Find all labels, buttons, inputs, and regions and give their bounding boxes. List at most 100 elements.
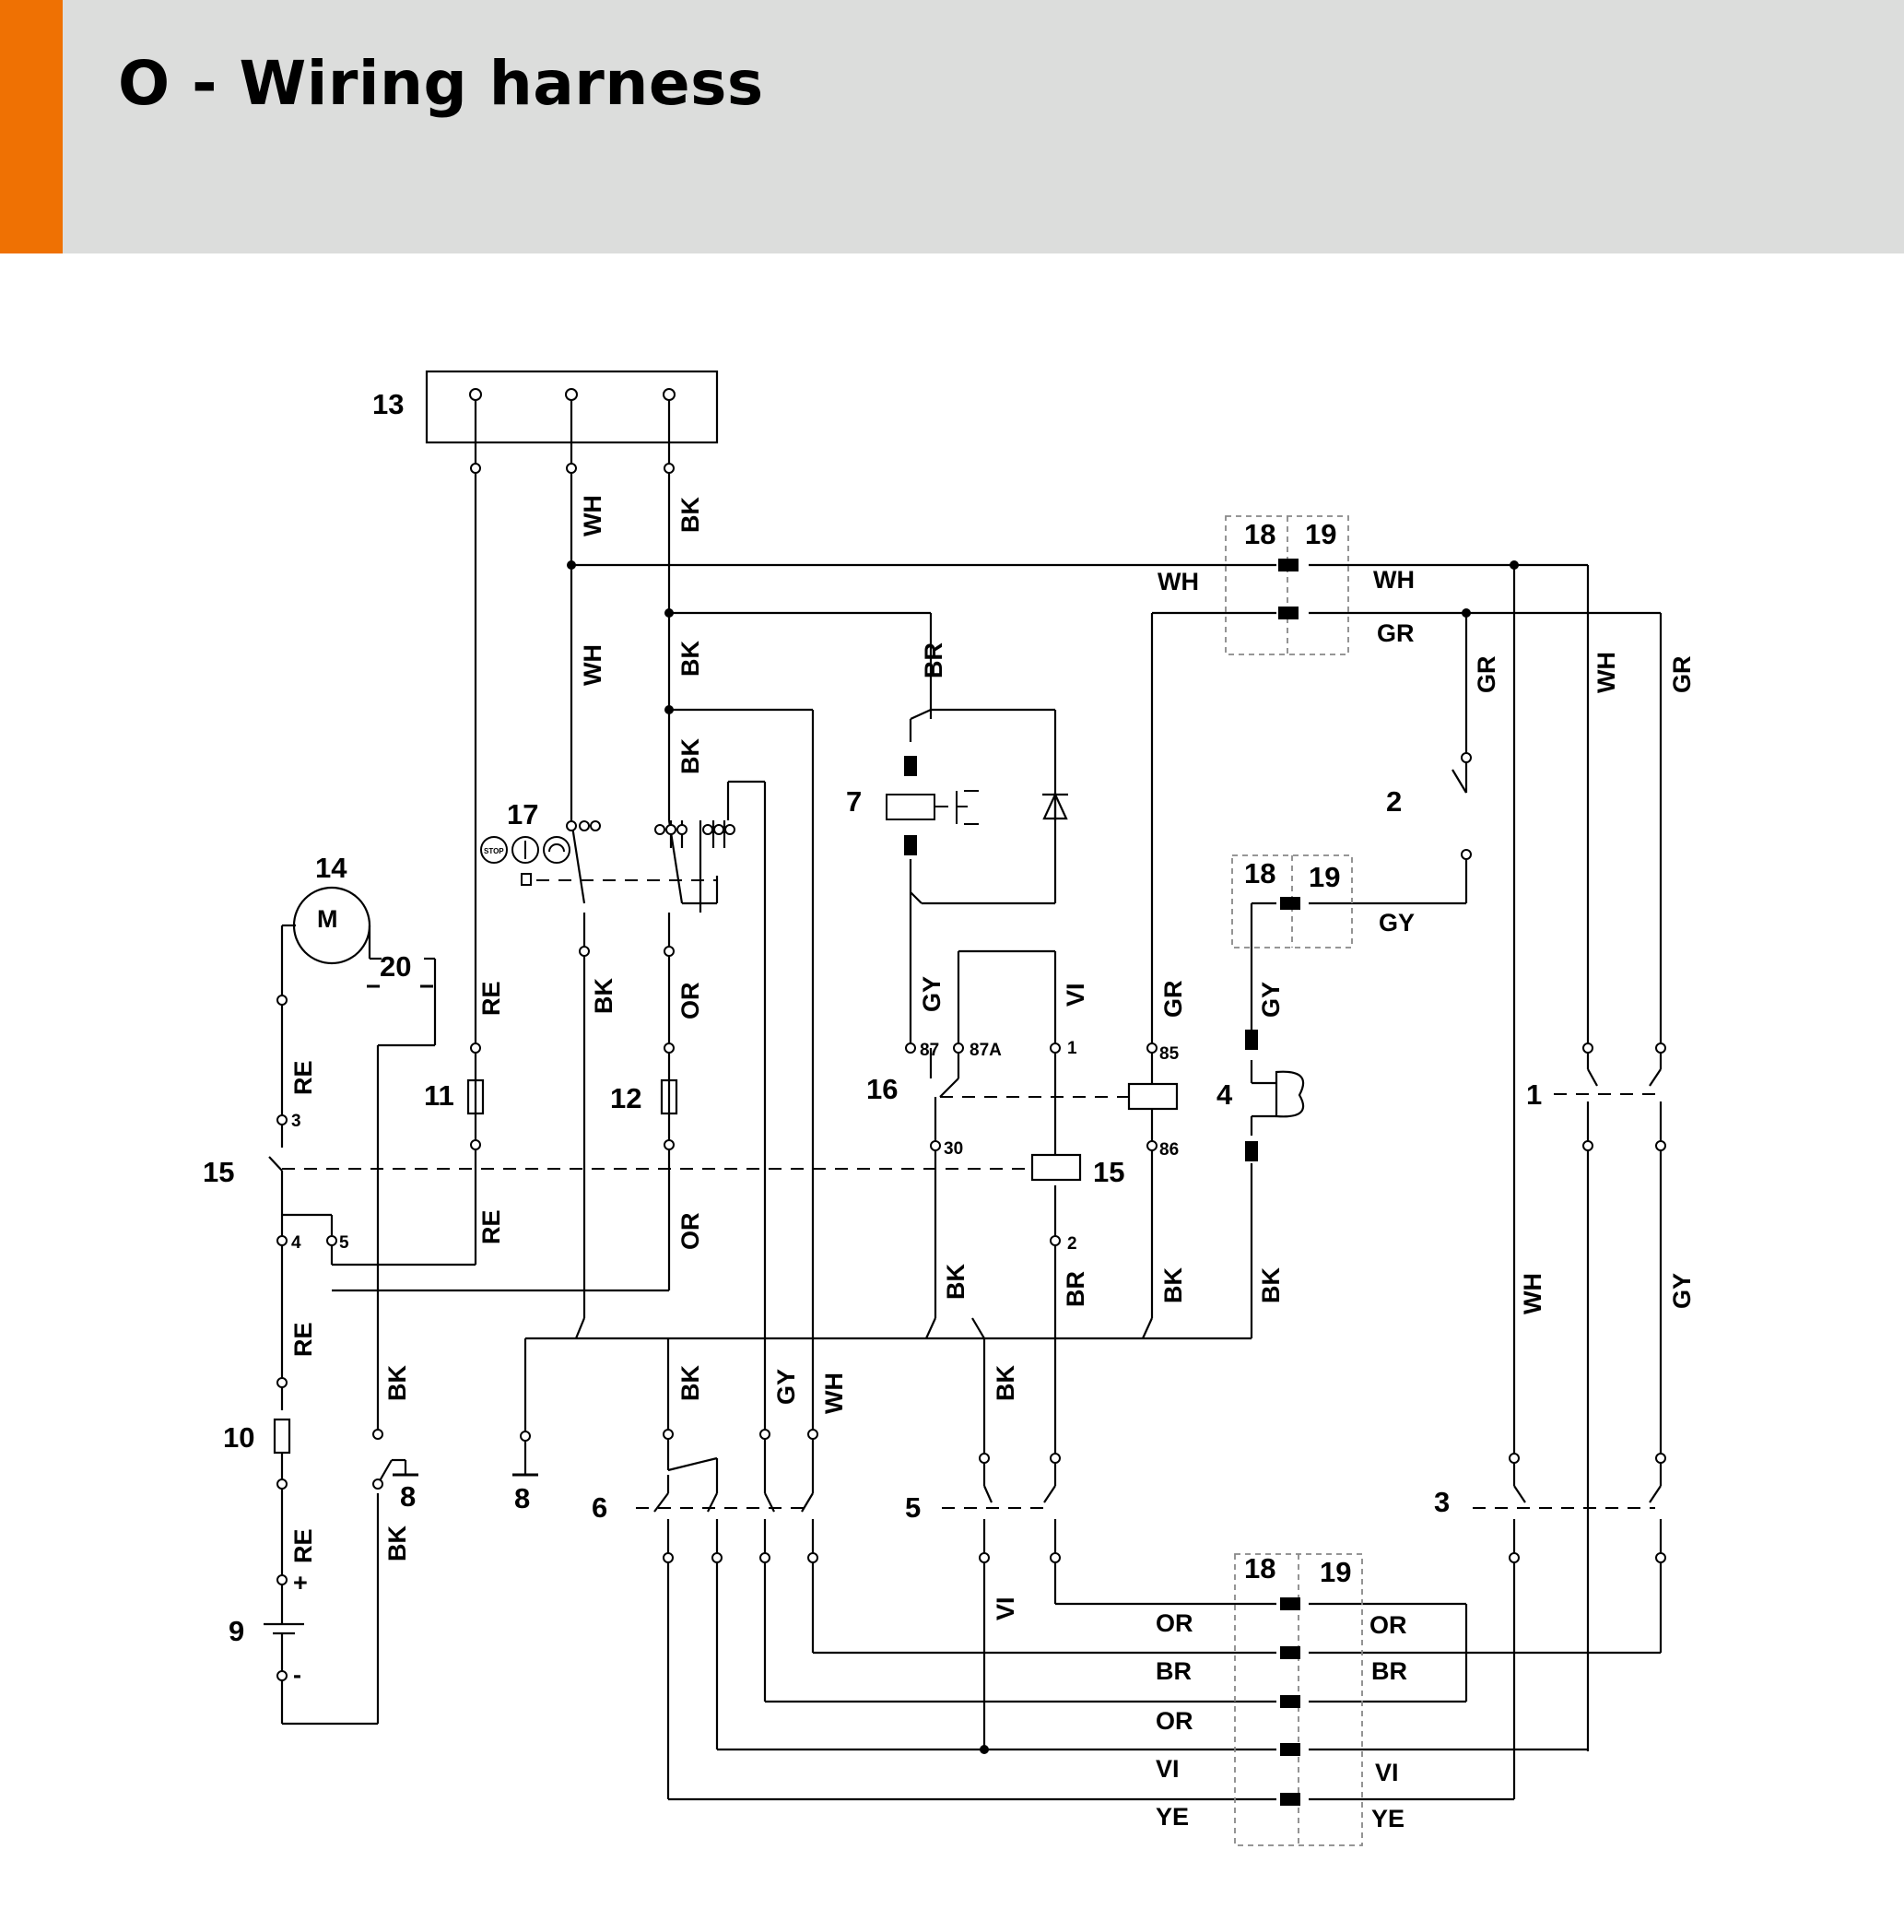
wire-label: BK [676, 1365, 704, 1401]
wire-label: OR [1156, 1609, 1193, 1637]
wire-label: VI [1156, 1755, 1180, 1783]
wire-label: OR [1369, 1611, 1407, 1639]
label-3: 3 [1434, 1486, 1450, 1518]
key-switch-17 [480, 836, 570, 886]
label-16: 16 [866, 1073, 898, 1105]
wire-label: BK [383, 1365, 411, 1401]
connector-pins [904, 559, 1300, 1806]
accent-bar [0, 0, 63, 253]
label-19-top: 19 [1305, 518, 1336, 550]
label-5: 5 [905, 1491, 921, 1524]
header-band [0, 0, 1904, 253]
ground-symbols [367, 984, 538, 1477]
component-numbers: 13 17 14 20 11 12 15 10 9 8 8 6 5 7 16 1… [203, 388, 1542, 1647]
label-9: 9 [229, 1615, 244, 1647]
wires [264, 370, 1663, 1801]
wire-label: RE [477, 981, 505, 1016]
label-8-left: 8 [514, 1482, 530, 1514]
wire-label: GY [1257, 982, 1285, 1018]
wire-label: VI [1062, 983, 1089, 1007]
wire-label: BK [1257, 1267, 1285, 1303]
pin-label: 3 [291, 1112, 301, 1131]
label-12: 12 [610, 1082, 641, 1114]
label-4: 4 [1216, 1078, 1233, 1111]
pin-label: 87A [970, 1041, 1002, 1060]
connector-boxes [1225, 515, 1363, 1846]
wire-label: WH [1373, 566, 1415, 594]
wire-label: OR [676, 983, 704, 1020]
pin-label: 1 [1067, 1039, 1077, 1058]
wire-label: BK [383, 1526, 411, 1561]
terminal-circles [276, 388, 1666, 1681]
pin-label: 86 [1159, 1140, 1179, 1160]
pin-label: 2 [1067, 1234, 1077, 1254]
wire-label: YE [1156, 1803, 1189, 1831]
wire-label: OR [676, 1213, 704, 1251]
label-19-bottom: 19 [1320, 1556, 1351, 1588]
wire-label: BR [1156, 1657, 1192, 1685]
label-18-mid: 18 [1244, 857, 1275, 889]
pin-label: 5 [339, 1233, 349, 1253]
page-title: O - Wiring harness [118, 48, 764, 119]
wire-label: WH [820, 1372, 848, 1414]
label-1: 1 [1526, 1078, 1542, 1111]
pin-label: 30 [944, 1139, 963, 1159]
wire-label: BK [942, 1264, 970, 1300]
wire-label: BK [676, 641, 704, 677]
label-7: 7 [846, 785, 862, 818]
wire-label: WH [579, 495, 606, 536]
label-20: 20 [380, 950, 411, 983]
wire-label: GY [1668, 1273, 1696, 1309]
battery-plus: + [293, 1569, 308, 1596]
wire-color-labels: WH BK WH BK BK BR WH WH GR GR WH GR GY R… [289, 495, 1696, 1832]
pin-numbers: 87 87A 1 85 30 86 2 3 4 5 + - M STOP [291, 847, 1180, 1689]
label-14: 14 [315, 852, 347, 884]
motor-symbol: M [317, 905, 338, 933]
label-2: 2 [1386, 785, 1402, 818]
wire-label: GR [1377, 619, 1415, 647]
label-18-bottom: 18 [1244, 1552, 1275, 1584]
wire-label: GY [918, 976, 946, 1012]
wire-label: WH [579, 644, 606, 686]
wire-label: BR [1062, 1271, 1089, 1307]
junction-dots [567, 560, 1519, 1754]
wire-label: RE [289, 1060, 317, 1095]
pin-label: 85 [1159, 1044, 1180, 1064]
wire-label: GR [1668, 656, 1696, 694]
label-15-switch: 15 [203, 1156, 234, 1188]
label-10: 10 [223, 1421, 254, 1454]
wire-label: BK [676, 738, 704, 774]
wire-label: RE [289, 1528, 317, 1563]
wire-label: GY [772, 1369, 800, 1405]
wire-label: BK [590, 978, 617, 1014]
wire-label: GR [1473, 656, 1500, 694]
label-15-relay: 15 [1093, 1156, 1124, 1188]
wire-label: BK [992, 1365, 1019, 1401]
label-8-right: 8 [400, 1480, 416, 1513]
wire-label: BK [676, 497, 704, 533]
label-17: 17 [507, 798, 538, 831]
label-11: 11 [424, 1079, 454, 1112]
wire-label: GR [1159, 981, 1187, 1019]
wire-label: RE [289, 1322, 317, 1357]
wire-label: BK [1159, 1267, 1187, 1303]
battery-minus: - [293, 1661, 301, 1689]
label-19-mid: 19 [1309, 861, 1340, 893]
pin-label: 87 [920, 1041, 939, 1060]
wire-label: GY [1379, 909, 1415, 937]
wire-label: WH [1593, 652, 1620, 693]
label-18-top: 18 [1244, 518, 1275, 550]
wire-label: WH [1519, 1273, 1546, 1314]
wire-label: OR [1156, 1707, 1193, 1735]
wire-label: YE [1371, 1805, 1404, 1832]
stop-icon: STOP [484, 847, 504, 855]
wire-label: RE [477, 1209, 505, 1244]
wire-label: BR [920, 642, 947, 678]
wire-label: VI [992, 1596, 1019, 1620]
wire-label: BR [1371, 1657, 1407, 1685]
control-dashed-lines [282, 806, 1655, 1509]
label-6: 6 [592, 1491, 607, 1524]
wire-label: WH [1158, 568, 1199, 595]
relay-7-symbol [886, 790, 979, 825]
